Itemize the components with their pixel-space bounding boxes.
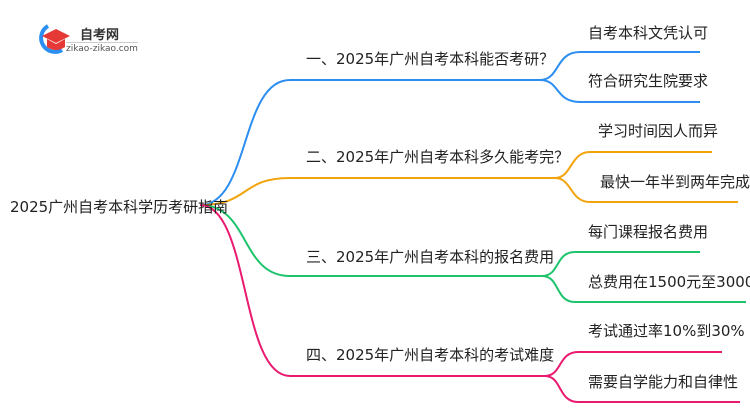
branch-2-label: 二、2025年广州自考本科多久能考完？	[306, 148, 570, 166]
branch-2-child-2-line	[554, 177, 738, 203]
branch-3-child-2-line	[541, 275, 746, 303]
branch-4-line	[199, 204, 545, 377]
branch-4-child-1: 考试通过率10%到30%	[588, 322, 745, 340]
branch-1-child-2: 符合研究生院要求	[588, 72, 709, 90]
branch-1-child-1: 自考本科文凭认可	[588, 24, 709, 42]
branch-1-label: 一、2025年广州自考本科能否考研？	[306, 50, 555, 68]
branch-2-line	[199, 177, 555, 206]
branch-4-label: 四、2025年广州自考本科的考试难度	[306, 346, 555, 364]
root-node: 2025广州自考本科学历考研指南	[10, 198, 229, 216]
branch-1-child-2-line	[539, 79, 700, 103]
branch-2-child-1: 学习时间因人而异	[598, 122, 719, 140]
branch-3-child-2: 总费用在1500元至3000元	[588, 273, 750, 291]
logo-icon	[32, 22, 76, 60]
branch-3-line	[199, 204, 542, 277]
branch-2-child-2: 最快一年半到两年完成	[600, 173, 750, 191]
branch-4-child-1-line	[544, 351, 722, 377]
branch-3-label: 三、2025年广州自考本科的报名费用	[306, 248, 555, 266]
branch-3-child-1-line	[541, 251, 700, 277]
branch-1-child-1-line	[539, 51, 700, 81]
branch-4-child-2-line	[544, 375, 740, 403]
branch-4-child-2: 需要自学能力和自律性	[588, 373, 739, 391]
logo-title: 自考网	[80, 28, 120, 43]
logo-url: zikao-zikao.com	[66, 42, 138, 54]
branch-2-child-1-line	[554, 151, 712, 179]
branch-3-child-1: 每门课程报名费用	[588, 223, 709, 241]
branch-1-line	[199, 79, 540, 206]
